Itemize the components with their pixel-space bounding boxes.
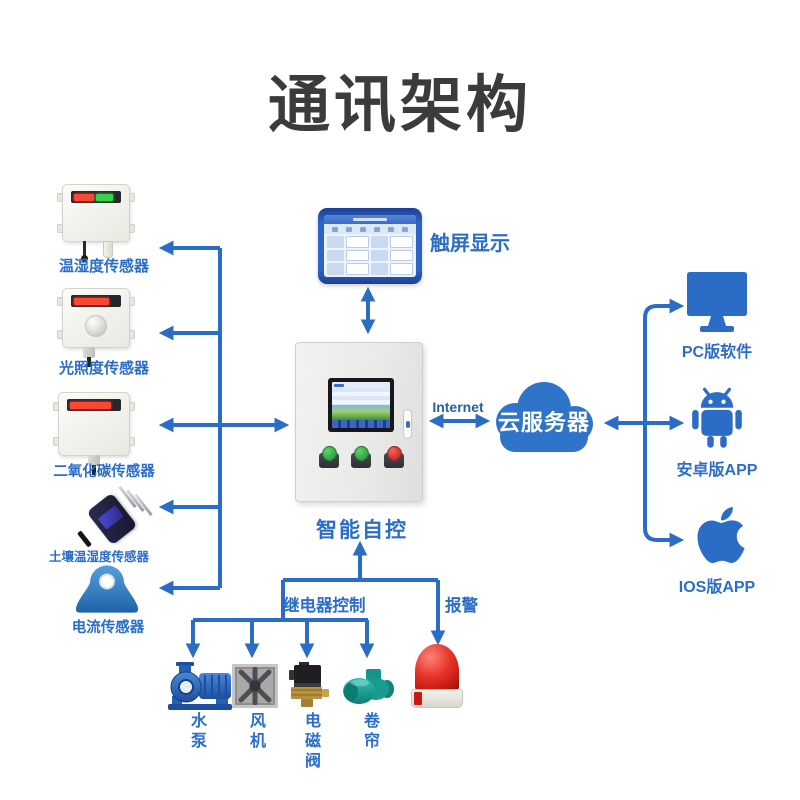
cabinet-door-handle: [403, 409, 412, 439]
cabinet-button-green-2: [351, 446, 371, 468]
cloud-server-label: 云服务器: [497, 410, 590, 435]
led-display: [71, 295, 121, 307]
relay-control-label: 继电器控制: [283, 597, 366, 615]
cabinet-button-red: [384, 446, 404, 468]
ios-client-label: IOS版APP: [678, 579, 756, 596]
temp-humidity-sensor-image: [57, 184, 135, 262]
co2-sensor-image: [53, 392, 135, 475]
co2-sensor-label: 二氧化碳传感器: [53, 464, 155, 480]
arrow-cloud-to-pc: [643, 298, 685, 423]
touchscreen-label: 触屏显示: [430, 233, 510, 255]
page-title: 通讯架构: [267, 71, 532, 140]
temp-humidity-sensor-label: 温湿度传感器: [58, 258, 149, 275]
light-sensor-image: [57, 288, 135, 367]
alarm-dome: [415, 644, 459, 691]
led-display: [71, 191, 121, 203]
cloud-icon: [496, 382, 593, 452]
pump-label: 水泵: [188, 712, 205, 752]
alarm-beacon-image: [410, 644, 464, 710]
water-pump-image: [168, 662, 232, 710]
cabinet-screen-landscape: [332, 405, 390, 420]
arrow-cloud-to-ios: [643, 423, 685, 548]
light-dome: [85, 315, 107, 337]
internet-label: Internet: [432, 399, 484, 415]
desktop-monitor-icon: [687, 272, 747, 332]
solenoid-valve-image: [289, 662, 329, 707]
pc-client-label: PC版软件: [681, 344, 753, 361]
touchscreen-display-image: [318, 208, 422, 284]
android-icon: [692, 387, 742, 448]
alarm-base: [411, 689, 463, 708]
valve-label: 电磁阀: [302, 712, 319, 772]
cabinet-hmi-screen: [328, 378, 394, 432]
current-sensor-label: 电流传感器: [71, 620, 145, 636]
fan-image: [232, 664, 278, 708]
touchscreen-titlebar: [324, 215, 416, 224]
roller-label: 卷帘: [361, 712, 378, 752]
fan-label: 风机: [247, 712, 264, 752]
control-cabinet-image: [295, 342, 423, 502]
cabinet-button-green-1: [319, 446, 339, 468]
cloud-server-image: 云服务器: [488, 379, 600, 454]
cabinet-label: 智能自控: [316, 519, 408, 542]
roller-motor-image: [343, 669, 394, 704]
soil-sensor-label: 土壤温湿度传感器: [48, 550, 149, 564]
led-display: [67, 399, 121, 411]
soil-sensor-image: [70, 485, 160, 550]
current-sensor-image: [75, 565, 139, 613]
alarm-label: 报警: [445, 597, 478, 615]
light-sensor-label: 光照度传感器: [58, 360, 149, 377]
apple-icon: [697, 507, 745, 563]
android-client-label: 安卓版APP: [676, 462, 758, 479]
